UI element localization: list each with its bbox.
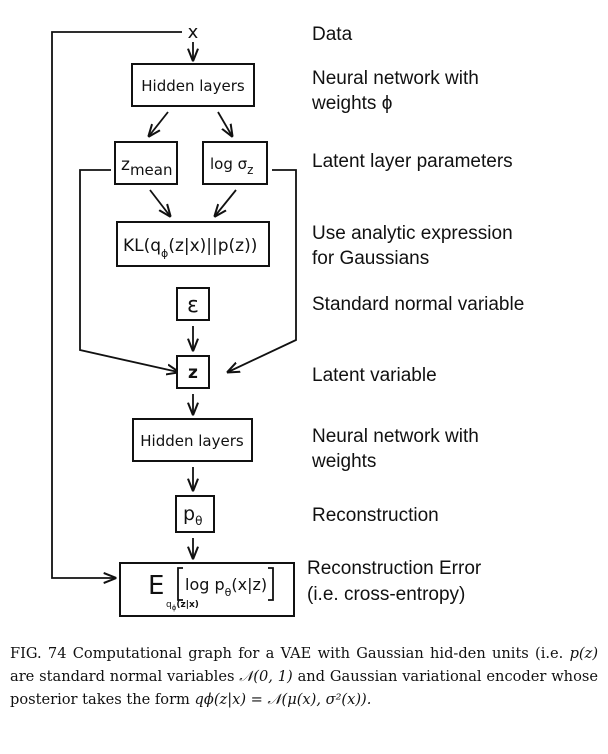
p-theta-p: p: [183, 503, 195, 525]
arrow-logsigma-to-z: [228, 169, 297, 372]
caption-posterior: qϕ(z|x) = 𝒩(μ(x), σ²(x)).: [194, 691, 372, 708]
node-x: x: [188, 22, 199, 43]
expectation-sub-phi: ϕ: [172, 604, 177, 612]
p-theta-box: [175, 495, 215, 533]
caption-fig-number: FIG. 74: [10, 645, 67, 662]
caption-normal01: 𝒩(0, 1): [239, 668, 293, 685]
kl-box: [116, 221, 270, 267]
expectation-log: log p: [185, 575, 225, 594]
expectation-rest: (x|z): [231, 575, 267, 594]
label-latent-params: Latent layer parameters: [312, 151, 513, 172]
caption-part2: are standard normal variables: [10, 668, 235, 685]
z-mean-subscript: mean: [130, 161, 173, 179]
caption-part3: and Gaussian variational encoder whose p…: [10, 668, 598, 708]
label-nn1-line1: Neural network with: [312, 68, 479, 89]
kl-node: KL(qϕ(z|x)||p(z)): [123, 236, 257, 260]
expectation-sub-zx: (z|x): [176, 600, 199, 610]
label-recon-error-line1: Reconstruction Error: [307, 558, 482, 579]
bracket-left: [177, 567, 183, 601]
log-sigma-box: [202, 141, 268, 185]
arrow-hidden-to-logsigma: [217, 111, 232, 136]
z-box: [176, 355, 210, 389]
computational-graph: x Hidden layers zmean log σz KL(qϕ(z|x)|…: [51, 22, 524, 617]
caption-part1: Computational graph for a VAE with Gauss…: [72, 645, 564, 662]
label-data: Data: [312, 24, 353, 45]
kl-subscript: ϕ: [161, 247, 168, 260]
kl-prefix: KL(q: [123, 236, 161, 256]
skip-arrow-x-to-error: [51, 31, 182, 578]
arrow-logsigma-to-kl: [215, 189, 237, 216]
hidden-layers-decoder: Hidden layers: [140, 432, 244, 450]
hidden-layers-decoder-box: [132, 418, 253, 462]
hidden-layers-encoder-box: [131, 63, 255, 107]
kl-rest: (z|x)||p(z)): [168, 236, 257, 256]
arrow-zmean-to-kl: [149, 189, 170, 216]
hidden-layers-encoder: Hidden layers: [141, 77, 245, 95]
z-node: z: [188, 363, 198, 383]
p-theta-subscript: θ: [195, 514, 202, 528]
arrow-zmean-to-z: [79, 169, 178, 372]
z-mean-box: [114, 141, 178, 185]
z-mean-node: zmean: [121, 155, 172, 179]
log-sigma-node: log σz: [210, 155, 253, 177]
z-mean-z: z: [121, 155, 130, 175]
label-latent-variable: Latent variable: [312, 365, 437, 386]
log-sigma-subscript: z: [247, 163, 253, 177]
expectation-theta: θ: [225, 586, 232, 599]
caption-pz: p(z): [569, 645, 599, 662]
reconstruction-error-box: [119, 562, 295, 617]
log-sigma-text: log σ: [210, 155, 248, 173]
label-recon-error-line2: (i.e. cross-entropy): [307, 584, 465, 605]
epsilon-node: ε: [187, 293, 199, 318]
label-nn2-line2: weights: [311, 451, 376, 472]
label-nn2-line1: Neural network with: [312, 426, 479, 447]
figure-caption: FIG. 74 Computational graph for a VAE wi…: [10, 642, 598, 711]
label-analytic-line1: Use analytic expression: [312, 223, 513, 244]
expectation-subscript: qϕ(z|x): [166, 600, 199, 612]
bracket-right: [268, 567, 274, 601]
label-reconstruction: Reconstruction: [312, 505, 439, 526]
label-nn1-line2: weights ϕ: [311, 93, 392, 114]
label-analytic-line2: for Gaussians: [312, 248, 429, 269]
expectation-E: E: [148, 571, 164, 601]
expectation-body: log pθ(x|z): [185, 575, 267, 599]
epsilon-box: [176, 287, 210, 321]
p-theta-node: pθ: [183, 503, 202, 528]
arrow-hidden-to-zmean: [149, 111, 169, 136]
label-std-normal: Standard normal variable: [312, 294, 524, 315]
expectation-sub-q: q: [166, 600, 172, 610]
